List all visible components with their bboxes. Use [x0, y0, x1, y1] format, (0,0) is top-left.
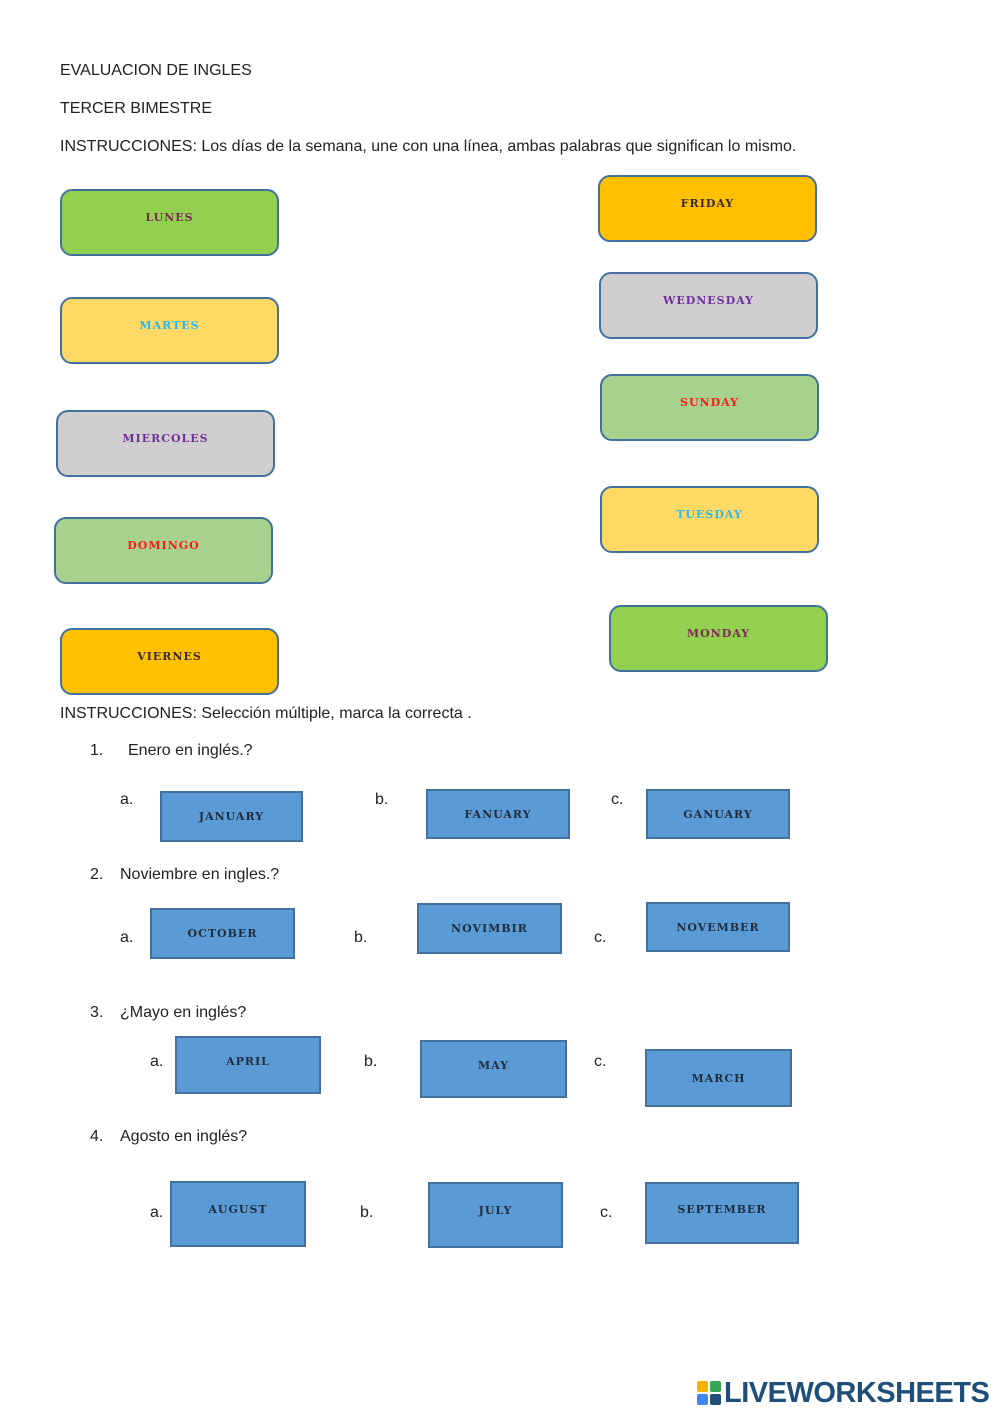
- option-letter: a.: [120, 791, 134, 808]
- question-number: 3.: [90, 1004, 104, 1021]
- q2-option-a[interactable]: OCTOBER: [150, 908, 295, 959]
- option-label: MAY: [477, 1053, 509, 1073]
- question-number: 1.: [90, 742, 104, 759]
- option-label: APRIL: [226, 1049, 270, 1069]
- q2-option-b[interactable]: NOVIMBIR: [417, 903, 562, 954]
- match-right-wednesday[interactable]: WEDNESDAY: [599, 272, 818, 339]
- match-left-martes[interactable]: MARTES: [60, 297, 279, 364]
- q4-option-c[interactable]: SEPTEMBER: [645, 1182, 799, 1244]
- match-right-label: WEDNESDAY: [662, 289, 755, 308]
- liveworksheets-logo: LIVEWORKSHEETS: [697, 1375, 990, 1411]
- match-left-domingo[interactable]: DOMINGO: [54, 517, 273, 584]
- match-left-label: DOMINGO: [127, 534, 200, 553]
- option-label: JANUARY: [198, 805, 265, 824]
- option-letter: a.: [150, 1204, 164, 1221]
- option-label: JULY: [478, 1198, 513, 1218]
- q4-option-a[interactable]: AUGUST: [170, 1181, 306, 1247]
- option-letter: c.: [611, 791, 624, 808]
- question-number: 4.: [90, 1128, 104, 1145]
- question-number: 2.: [90, 866, 104, 883]
- option-label: OCTOBER: [187, 922, 258, 941]
- q3-option-c[interactable]: MARCH: [645, 1049, 792, 1107]
- q1-option-c[interactable]: GANUARY: [646, 789, 790, 839]
- match-right-label: SUNDAY: [680, 391, 739, 410]
- match-left-viernes[interactable]: VIERNES: [60, 628, 279, 695]
- match-right-friday[interactable]: FRIDAY: [598, 175, 817, 242]
- match-left-label: VIERNES: [137, 645, 202, 664]
- option-label: NOVEMBER: [676, 915, 760, 935]
- option-letter: b.: [354, 929, 368, 946]
- option-letter: a.: [150, 1053, 164, 1070]
- match-right-sunday[interactable]: SUNDAY: [600, 374, 819, 441]
- q4-option-b[interactable]: JULY: [428, 1182, 563, 1248]
- question-text: Agosto en inglés?: [120, 1128, 248, 1145]
- match-right-monday[interactable]: MONDAY: [609, 605, 828, 672]
- option-label: AUGUST: [208, 1197, 268, 1217]
- option-letter: b.: [364, 1053, 378, 1070]
- match-right-tuesday[interactable]: TUESDAY: [600, 486, 819, 553]
- option-label: MARCH: [691, 1066, 746, 1086]
- match-right-label: FRIDAY: [680, 192, 735, 211]
- q1-option-a[interactable]: JANUARY: [160, 791, 303, 842]
- q3-option-a[interactable]: APRIL: [175, 1036, 321, 1094]
- option-letter: b.: [375, 791, 389, 808]
- question-text: ¿Mayo en inglés?: [120, 1004, 247, 1021]
- match-left-label: MIERCOLES: [122, 427, 209, 446]
- liveworksheets-logo-icon: [697, 1381, 721, 1405]
- worksheet-title: EVALUACION DE INGLES: [60, 62, 252, 79]
- option-label: FANUARY: [464, 802, 532, 822]
- worksheet-subtitle: TERCER BIMESTRE: [60, 100, 213, 117]
- liveworksheets-logo-text: LIVEWORKSHEETS: [724, 1376, 990, 1409]
- match-left-label: MARTES: [139, 314, 200, 333]
- question-text: Noviembre en ingles.?: [120, 866, 280, 883]
- match-left-miercoles[interactable]: MIERCOLES: [56, 410, 275, 477]
- option-label: NOVIMBIR: [451, 917, 528, 936]
- option-letter: c.: [600, 1204, 613, 1221]
- q3-option-b[interactable]: MAY: [420, 1040, 567, 1098]
- match-right-label: MONDAY: [686, 622, 751, 641]
- match-left-lunes[interactable]: LUNES: [60, 189, 279, 256]
- q2-option-c[interactable]: NOVEMBER: [646, 902, 790, 952]
- option-letter: c.: [594, 929, 607, 946]
- option-label: GANUARY: [683, 802, 753, 822]
- option-letter: b.: [360, 1204, 374, 1221]
- instructions-multiple-choice: INSTRUCCIONES: Selección múltiple, marca…: [60, 705, 472, 722]
- match-right-label: TUESDAY: [676, 503, 743, 522]
- option-label: SEPTEMBER: [677, 1197, 767, 1217]
- instructions-matching: INSTRUCCIONES: Los días de la semana, un…: [60, 138, 797, 155]
- option-letter: c.: [594, 1053, 607, 1070]
- match-left-label: LUNES: [145, 206, 194, 225]
- question-text: Enero en inglés.?: [128, 742, 253, 759]
- q1-option-b[interactable]: FANUARY: [426, 789, 570, 839]
- option-letter: a.: [120, 929, 134, 946]
